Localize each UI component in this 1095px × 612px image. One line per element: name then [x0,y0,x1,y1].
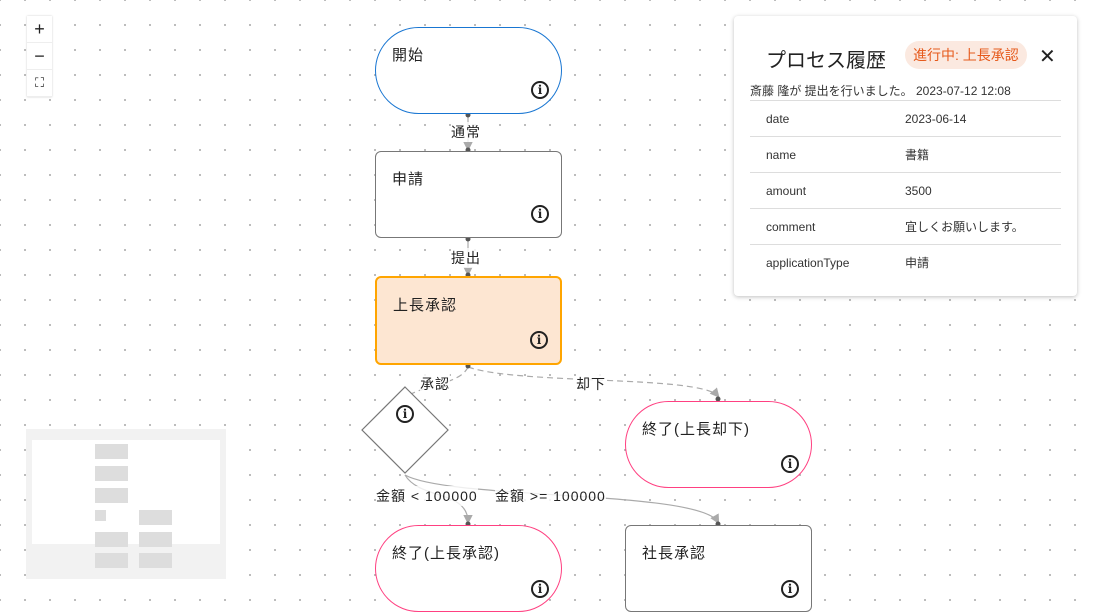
row-value: 宜しくお願いします。 [905,208,1061,245]
decision-info-icon[interactable]: i [396,405,414,423]
node-label: 終了(上長承認) [392,545,500,562]
close-icon[interactable]: ✕ [1039,46,1056,68]
history-entry: 斎藤 隆が 提出を行いました。 2023-07-12 12:08 [750,84,1011,98]
node-start[interactable]: 開始 i [375,27,562,114]
node-label: 申請 [392,171,425,188]
row-value: 3500 [905,172,1061,209]
zoom-controls: + − ⛶ [27,16,52,97]
node-label: 終了(上長却下) [642,421,750,438]
edge-label-approve: 承認 [420,374,450,394]
node-apply[interactable]: 申請 i [375,151,562,238]
decision-diamond [361,386,449,474]
panel-title: プロセス履歴 [766,50,886,72]
edge-label-lt: 金額 < 100000 [376,486,478,506]
process-history-panel: プロセス履歴 進行中: 上長承認 ✕ 斎藤 隆が 提出を行いました。 2023-… [734,16,1077,296]
edge-label-normal: 通常 [451,122,481,142]
info-icon[interactable]: i [531,81,549,99]
zoom-out-button[interactable]: − [27,43,52,70]
row-key: amount [750,172,905,209]
status-badge: 進行中: 上長承認 [905,41,1027,69]
row-key: name [750,136,905,173]
node-president-approve[interactable]: 社長承認 i [625,525,812,612]
info-icon[interactable]: i [781,580,799,598]
zoom-in-button[interactable]: + [27,16,52,43]
node-end-rejected[interactable]: 終了(上長却下) i [625,401,812,488]
row-key: date [750,100,905,137]
info-icon[interactable]: i [531,580,549,598]
row-key: comment [750,208,905,245]
row-key: applicationType [750,244,905,280]
info-icon[interactable]: i [781,455,799,473]
minimap[interactable] [26,429,226,579]
row-value: 書籍 [905,136,1061,173]
edge-label-reject: 却下 [576,374,606,394]
row-value: 2023-06-14 [905,100,1061,137]
info-icon[interactable]: i [531,205,549,223]
fit-view-button[interactable]: ⛶ [27,70,52,97]
node-label: 開始 [392,47,425,64]
node-label: 社長承認 [642,545,707,562]
node-boss-approve[interactable]: 上長承認 i [375,276,562,365]
node-label: 上長承認 [393,297,458,314]
edge-label-gte: 金額 >= 100000 [495,486,606,506]
row-value: 申請 [905,244,1061,280]
node-end-approved[interactable]: 終了(上長承認) i [375,525,562,612]
info-icon[interactable]: i [530,331,548,349]
edge-label-submit: 提出 [451,248,481,268]
